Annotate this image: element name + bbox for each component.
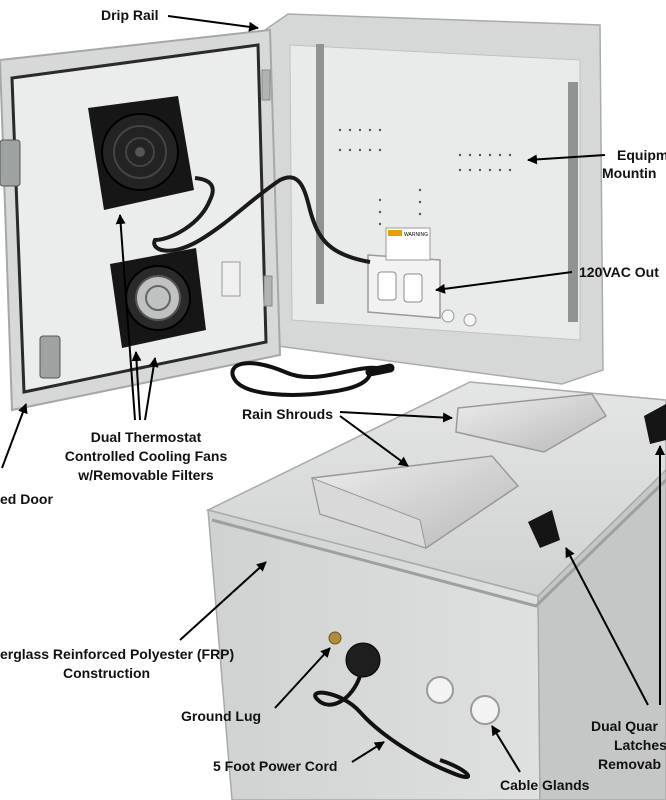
label-drip-rail: Drip Rail xyxy=(101,7,159,23)
arrow-cable-glands xyxy=(491,725,521,773)
arrow-rain-shroud-front xyxy=(339,415,409,467)
callout-arrows xyxy=(1,15,665,773)
label-frp-line1: erglass Reinforced Polyester (FRP) xyxy=(0,646,235,662)
hinge-top xyxy=(261,69,271,101)
door-latch-top xyxy=(0,139,21,187)
label-fans-line1: Dual Thermostat xyxy=(90,429,202,445)
label-power-cord: 5 Foot Power Cord xyxy=(213,758,338,774)
label-cable-glands: Cable Glands xyxy=(500,777,590,793)
outlet-warning-text: WARNING xyxy=(404,232,428,238)
left-din-rail xyxy=(316,44,324,304)
label-latches-line2: Latches xyxy=(614,737,666,753)
label-latches-line3: Removab xyxy=(598,756,662,772)
arrow-power-cord xyxy=(351,741,385,763)
arrow-rain-shroud-rear xyxy=(339,411,453,423)
label-fans-line2: Controlled Cooling Fans xyxy=(64,448,228,464)
mounting-holes xyxy=(338,128,512,226)
label-fans-line3: w/Removable Filters xyxy=(78,467,214,483)
quarter-turn-latch-front xyxy=(528,510,560,548)
label-latches-line1: Dual Quar xyxy=(591,718,658,734)
label-door: ed Door xyxy=(0,491,53,507)
label-outlet: 120VAC Out xyxy=(579,264,659,280)
quarter-turn-latch-rear xyxy=(644,404,666,444)
knockout-plug xyxy=(463,313,477,327)
closed-enclosure xyxy=(205,381,666,800)
label-ground-lug: Ground Lug xyxy=(181,708,262,724)
arrow-fan-top xyxy=(115,214,136,421)
arrow-drip-rail xyxy=(167,15,259,32)
arrow-fan-bottom-a xyxy=(131,351,142,421)
cable-gland-upper xyxy=(426,676,454,704)
arrow-frp xyxy=(179,561,267,641)
ground-lug xyxy=(328,631,342,645)
power-cord-coiled xyxy=(230,361,386,397)
power-cord-plug xyxy=(365,363,395,377)
power-cord-gland xyxy=(345,642,381,678)
thermostat xyxy=(221,261,241,297)
power-cord-external xyxy=(313,675,471,780)
label-frp-line2: Construction xyxy=(63,665,151,681)
receptacle-left xyxy=(377,271,397,301)
label-equipment-mounting-line2: Mountin xyxy=(602,165,657,181)
right-din-rail xyxy=(568,82,578,322)
fan-wiring xyxy=(152,175,371,264)
lid-seam xyxy=(211,478,666,608)
enclosure-side xyxy=(537,468,666,800)
label-rain-shrouds: Rain Shrouds xyxy=(242,406,334,422)
arrow-mounting-panel xyxy=(527,154,606,165)
arrow-fan-bottom-b xyxy=(144,357,159,421)
rain-shroud-front xyxy=(311,455,520,549)
hinge-bottom xyxy=(263,275,273,307)
cooling-fan-bottom xyxy=(110,248,206,348)
knockout-plug xyxy=(441,309,455,323)
arrow-ground-lug xyxy=(274,647,331,709)
rain-shroud-rear xyxy=(455,393,608,453)
door-latch-bottom xyxy=(39,335,61,379)
warning-stripe xyxy=(388,230,402,236)
open-enclosure: WARNING xyxy=(0,13,604,412)
cable-gland-lower xyxy=(470,695,500,725)
label-equipment-mounting-line1: Equipm xyxy=(617,147,666,163)
cooling-fan-top xyxy=(88,96,194,210)
arrow-outlet xyxy=(435,271,573,294)
interior-mounting-panel xyxy=(289,44,581,341)
arrow-latch-front xyxy=(565,547,649,706)
arrow-door xyxy=(1,403,28,469)
receptacle-right xyxy=(403,273,423,303)
